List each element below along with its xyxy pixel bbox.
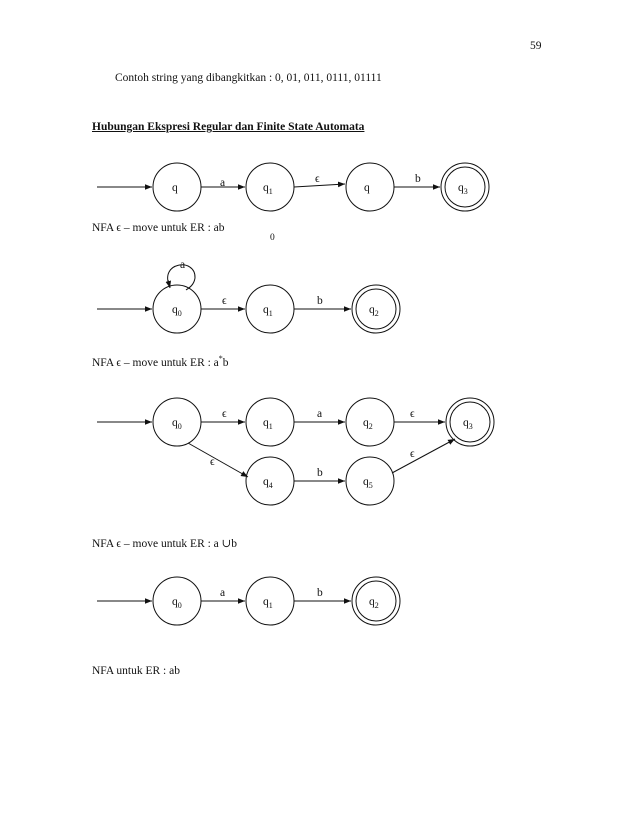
state-label: q2 (369, 596, 379, 610)
final-state-outer-circle (445, 397, 495, 447)
state-label: q1 (263, 182, 273, 196)
edge-label: ϵ (210, 456, 215, 468)
state-label: q0 (172, 596, 182, 610)
transition-arrow (391, 438, 456, 474)
edge-label: ϵ (222, 295, 227, 307)
state-label: q2 (369, 304, 379, 318)
edge-label: b (317, 467, 323, 479)
section-title: Hubungan Ekspresi Regular dan Finite Sta… (92, 121, 365, 133)
state-label: q (172, 182, 178, 194)
loop-arrowhead (165, 279, 172, 289)
nfa-diagram-1: q q1 q q3 a ϵ b (97, 162, 490, 212)
final-state-inner-circle (355, 288, 397, 330)
stray-subscript: 0 (270, 233, 275, 243)
final-state-outer-circle (440, 162, 490, 212)
state-label: q1 (263, 304, 273, 318)
diagram-caption: NFA untuk ER : ab (92, 665, 180, 677)
state-label: q0 (172, 417, 182, 431)
state-label: q1 (263, 596, 273, 610)
state-label: q1 (263, 417, 273, 431)
state-circle (345, 456, 395, 506)
final-state-inner-circle (444, 166, 486, 208)
state-label: q3 (463, 417, 473, 431)
self-loop (167, 264, 196, 291)
final-state-outer-circle (351, 576, 401, 626)
edge-label: a (220, 587, 225, 599)
edge-label: a (317, 408, 322, 420)
intro-text: Contoh string yang dibangkitkan : 0, 01,… (115, 72, 382, 84)
diagram-caption: NFA ϵ – move untuk ER : a*b (92, 354, 229, 369)
final-state-inner-circle (355, 580, 397, 622)
state-label: q4 (263, 476, 273, 490)
edge-label: ϵ (222, 408, 227, 420)
edge-label: ϵ (315, 173, 320, 185)
edge-label: ϵ (410, 408, 415, 420)
loop-label: a (180, 259, 185, 271)
nfa-diagram-4: q0 q1 q2 a b (97, 576, 401, 626)
transition-arrow (293, 181, 346, 188)
state-label: q0 (172, 304, 182, 318)
edge-label: b (415, 173, 421, 185)
nfa-diagram-3: q0 q1 q2 q3 q4 q5 ϵ a ϵ ϵ b ϵ (97, 397, 495, 506)
state-label: q3 (458, 182, 468, 196)
state-label: q (364, 182, 370, 194)
state-label: q2 (363, 417, 373, 431)
diagram-caption: NFA ϵ – move untuk ER : ab (92, 222, 225, 234)
final-state-outer-circle (351, 284, 401, 334)
edge-label: a (220, 177, 225, 189)
edge-label: b (317, 587, 323, 599)
diagram-caption: NFA ϵ – move untuk ER : a ∪b (92, 538, 238, 550)
edge-label: b (317, 295, 323, 307)
edge-label: ϵ (410, 448, 415, 460)
state-label: q5 (363, 476, 373, 490)
page-number: 59 (530, 40, 542, 52)
transition-arrow (187, 442, 249, 478)
nfa-diagram-2: q0 q1 q2 a ϵ b (97, 259, 401, 334)
state-circle (345, 162, 395, 212)
final-state-inner-circle (449, 401, 491, 443)
